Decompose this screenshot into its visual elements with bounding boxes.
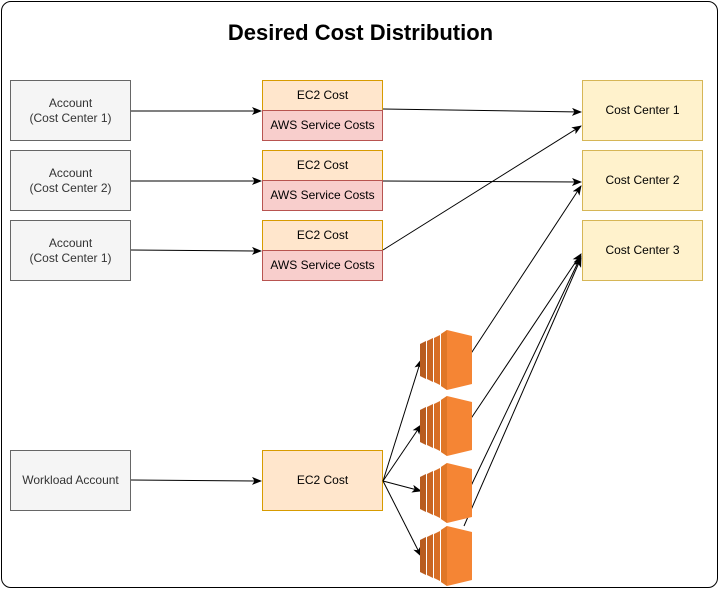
arrow-workload-to-instance3 bbox=[382, 480, 422, 493]
workload-account-box: Workload Account bbox=[10, 450, 131, 511]
arrow-instance3-to-cc3 bbox=[469, 255, 582, 489]
ec2-cost-box-3: EC2 Cost bbox=[262, 220, 383, 251]
arrow-workload-to-ec2 bbox=[130, 476, 262, 485]
ec2-instance-icon bbox=[420, 330, 472, 390]
diagram-title: Desired Cost Distribution bbox=[227, 20, 494, 45]
arrow-workload-to-instance1 bbox=[382, 359, 423, 482]
arrow-account3-to-cost3 bbox=[130, 246, 262, 255]
aws-service-costs-box-1: AWS Service Costs bbox=[262, 110, 383, 141]
ec2-instance-icon bbox=[420, 463, 472, 523]
arrow-instance2-to-cc3 bbox=[469, 253, 582, 421]
workload-ec2-cost-box: EC2 Cost bbox=[262, 450, 383, 511]
account-box-2: Account (Cost Center 2) bbox=[10, 150, 131, 211]
ec2-cost-box-1: EC2 Cost bbox=[262, 80, 383, 111]
arrow-workload-to-instance4 bbox=[382, 480, 422, 557]
aws-service-costs-box-3: AWS Service Costs bbox=[262, 250, 383, 281]
arrow-cost3-to-cc1 bbox=[382, 125, 582, 251]
arrow-cost2-to-cc2 bbox=[382, 177, 582, 186]
arrow-instance1-to-cc2 bbox=[469, 185, 582, 356]
ec2-instance-icon bbox=[420, 526, 472, 586]
arrow-cost1-to-cc1 bbox=[382, 107, 582, 116]
arrow-instance4-to-cc3 bbox=[463, 257, 582, 527]
account-box-1: Account (Cost Center 1) bbox=[10, 80, 131, 141]
ec2-instance-icon bbox=[420, 396, 472, 456]
account-box-3: Account (Cost Center 1) bbox=[10, 220, 131, 281]
cost-center-box-3: Cost Center 3 bbox=[582, 220, 703, 281]
arrow-workload-to-instance2 bbox=[382, 424, 422, 482]
cost-center-box-2: Cost Center 2 bbox=[582, 150, 703, 211]
cost-center-box-1: Cost Center 1 bbox=[582, 80, 703, 141]
aws-service-costs-box-2: AWS Service Costs bbox=[262, 180, 383, 211]
